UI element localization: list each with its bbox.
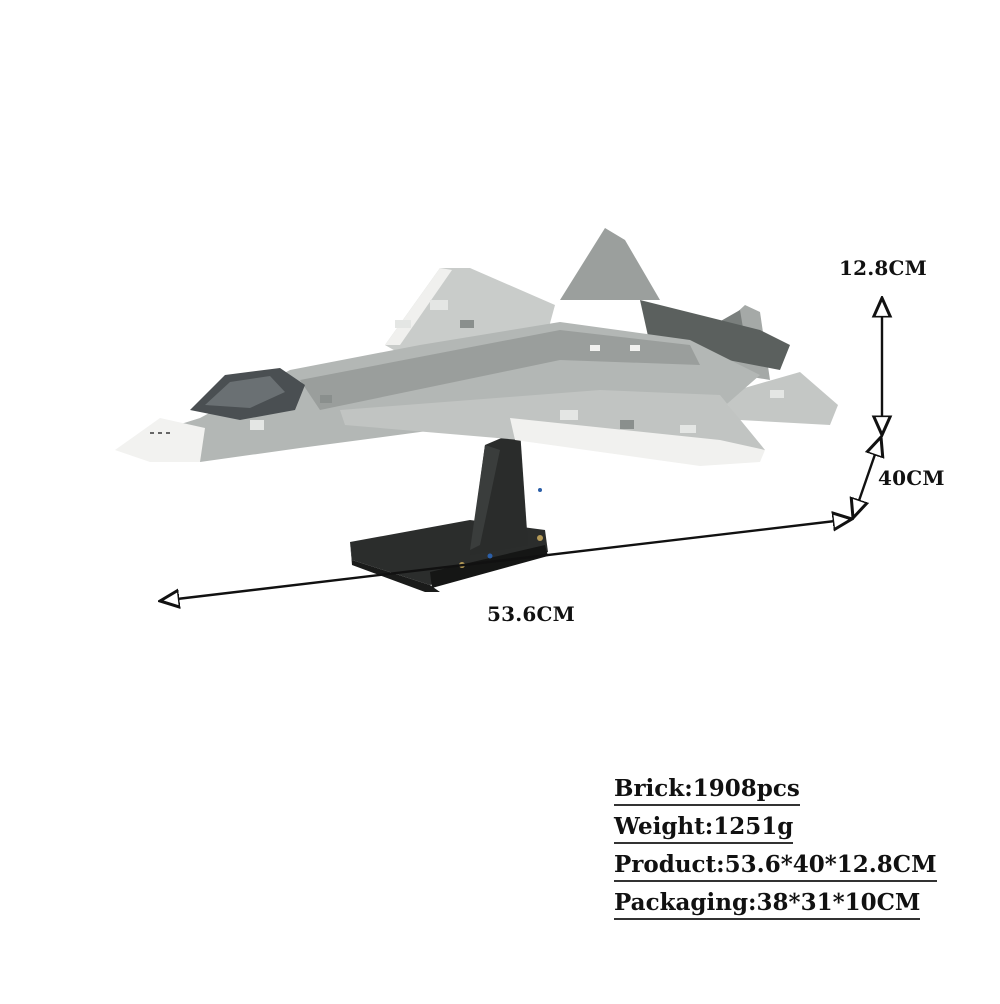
- spec-packaging-size: Packaging:38*31*10CM: [614, 890, 937, 928]
- spec-brick-count-text: Brick:1908pcs: [614, 776, 800, 806]
- height-dimension-label: 12.8CM: [839, 256, 927, 280]
- spec-packaging-size-text: Packaging:38*31*10CM: [614, 890, 921, 920]
- spec-weight-text: Weight:1251g: [614, 814, 794, 844]
- spec-list: Brick:1908pcs Weight:1251g Product:53.6*…: [614, 776, 937, 928]
- length-arrow: [160, 519, 852, 601]
- spec-weight: Weight:1251g: [614, 814, 937, 852]
- length-dimension-label: 53.6CM: [487, 602, 575, 626]
- jet-body: [115, 228, 838, 466]
- spec-product-size: Product:53.6*40*12.8CM: [614, 852, 937, 890]
- spec-brick-count: Brick:1908pcs: [614, 776, 937, 814]
- dimension-arrows: [160, 298, 882, 601]
- depth-arrow: [853, 437, 881, 518]
- spec-product-size-text: Product:53.6*40*12.8CM: [614, 852, 937, 882]
- depth-dimension-label: 40CM: [878, 466, 945, 490]
